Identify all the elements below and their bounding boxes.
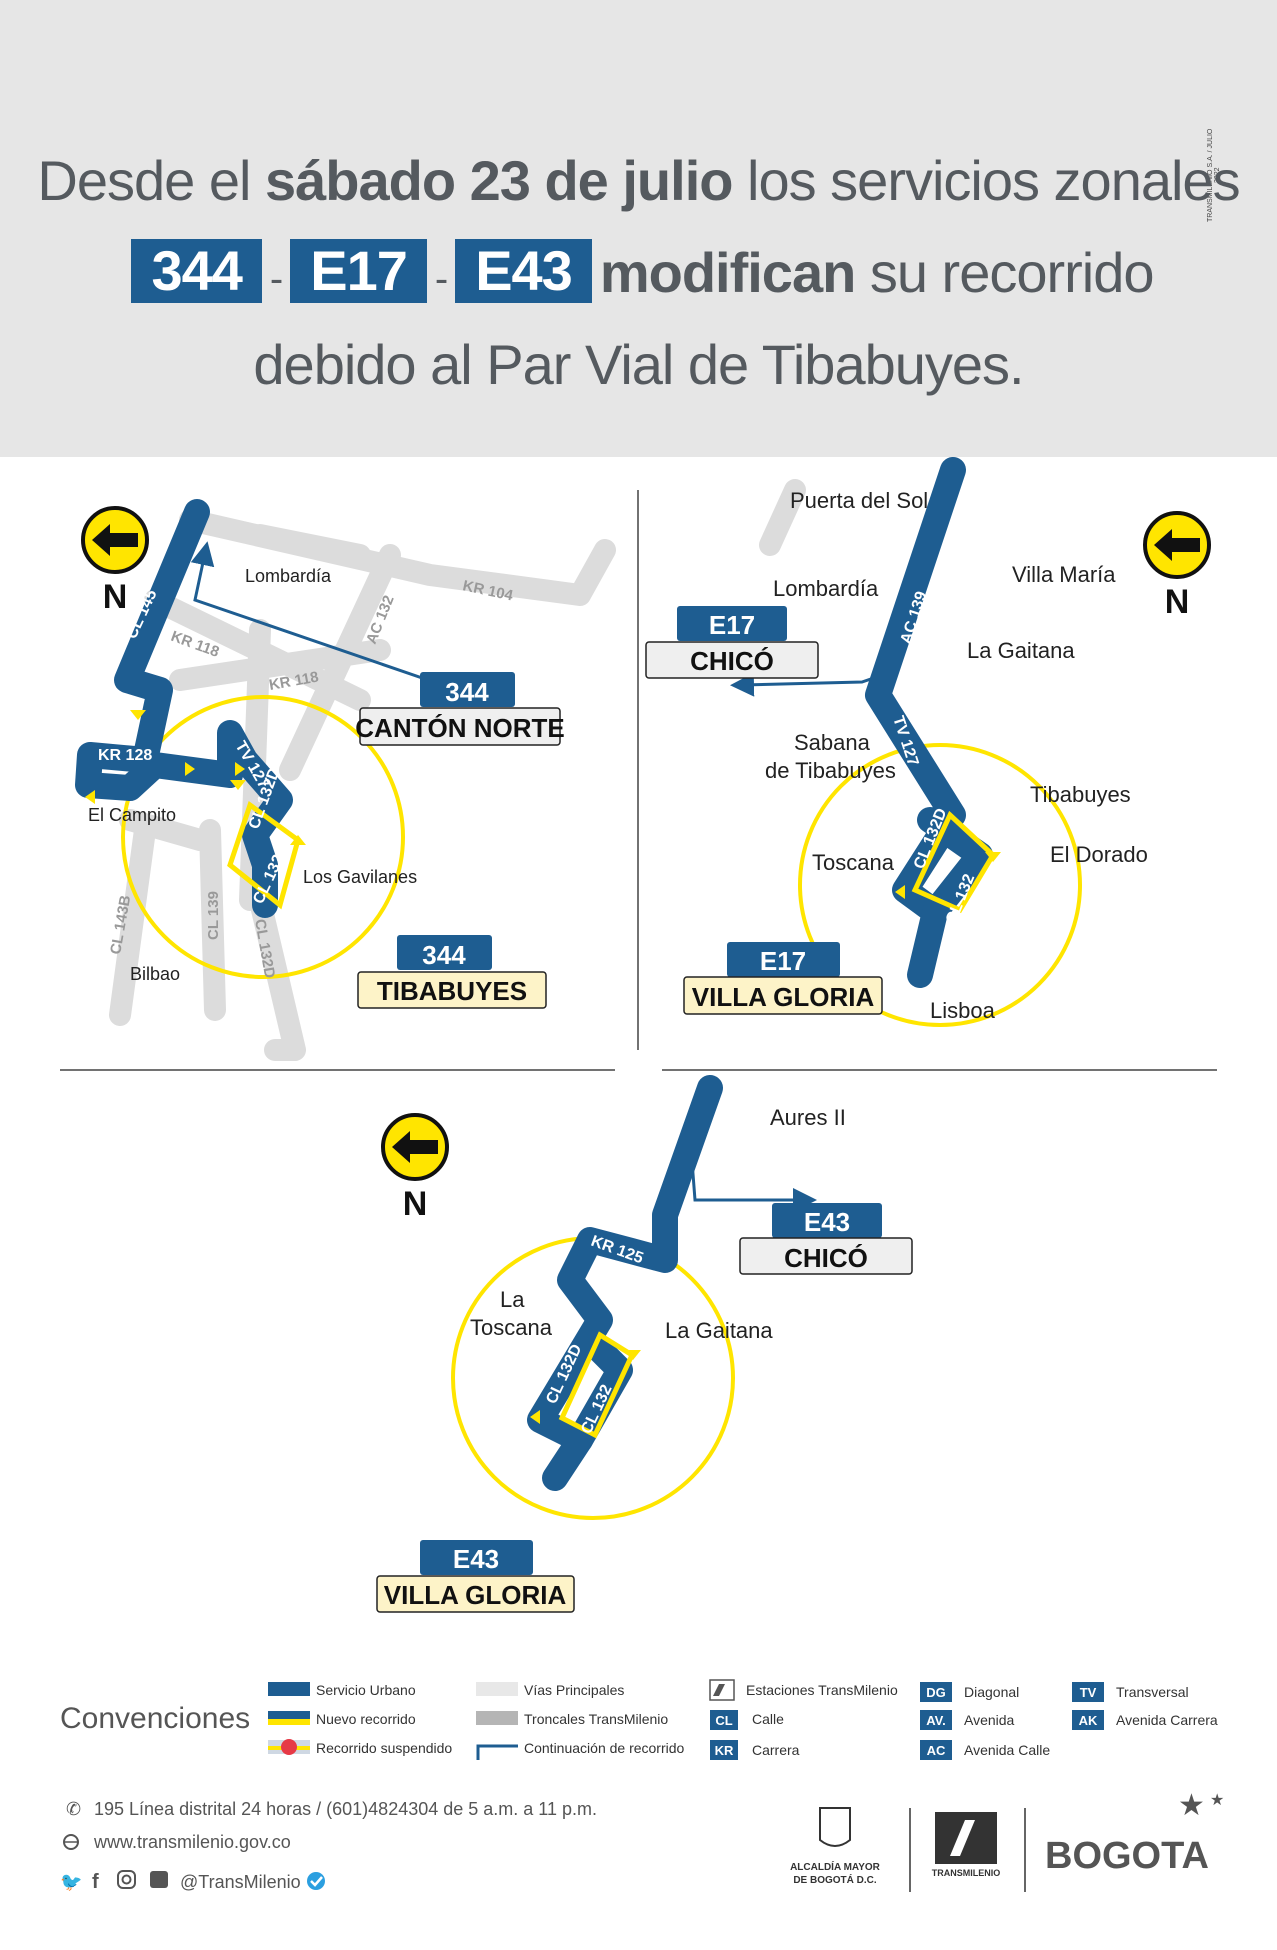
- place-lisboa: Lisboa: [930, 998, 996, 1023]
- logo-transmilenio: TRANSMILENIO: [932, 1868, 1001, 1878]
- place-el-campito: El Campito: [88, 805, 176, 825]
- place-bilbao: Bilbao: [130, 964, 180, 984]
- legend-title: Convenciones: [60, 1702, 250, 1735]
- map-e43-new-route: [558, 1331, 636, 1439]
- place-aures-ii: Aures II: [770, 1105, 846, 1130]
- place-el-dorado: El Dorado: [1050, 842, 1148, 867]
- place-lombardia-e17: Lombardía: [773, 576, 879, 601]
- header-banner: [0, 0, 1277, 457]
- legend-diagonal: Diagonal: [964, 1684, 1019, 1700]
- place-la-gaitana: La Gaitana: [967, 638, 1075, 663]
- route-e43-top-name: CHICÓ: [784, 1243, 868, 1273]
- place-la-gaitana-e43: La Gaitana: [665, 1318, 773, 1343]
- route-344-top-code: 344: [445, 677, 489, 707]
- place-villa-maria: Villa María: [1012, 562, 1116, 587]
- route-344-bottom-name: TIBABUYES: [377, 976, 527, 1006]
- place-toscana-e43: Toscana: [470, 1315, 553, 1340]
- abbr-cl: CL: [715, 1713, 732, 1728]
- badge-344: 344: [131, 239, 262, 304]
- badge-e43: E43: [455, 239, 592, 304]
- verified-icon: [307, 1872, 325, 1890]
- map-344-area-circle: [121, 695, 405, 979]
- footer-web: www.transmilenio.gov.co: [93, 1832, 291, 1852]
- logo-alcaldia-2: DE BOGOTÁ D.C.: [793, 1873, 877, 1886]
- alcaldia-shield-icon: [819, 1807, 851, 1847]
- route-e43-top-code: E43: [804, 1207, 850, 1237]
- place-tibabuyes: Tibabuyes: [1030, 782, 1131, 807]
- place-de-tibabuyes: de Tibabuyes: [765, 758, 896, 783]
- legend-recorrido-suspendido: Recorrido suspendido: [316, 1740, 452, 1756]
- street-kr128: KR 128: [98, 747, 152, 764]
- headline-line-1: Desde el sábado 23 de julio los servicio…: [37, 149, 1240, 212]
- legend-continuacion: Continuación de recorrido: [524, 1740, 685, 1756]
- place-puerta-del-sol: Puerta del Sol: [790, 488, 928, 513]
- star-icon: ★: [1178, 1789, 1205, 1822]
- abbr-kr: KR: [715, 1743, 734, 1758]
- legend-vias-principales: Vías Principales: [524, 1682, 624, 1698]
- place-toscana: Toscana: [812, 850, 895, 875]
- map-e43-area-circle: [451, 1236, 735, 1520]
- map-e17-area-circle: [798, 743, 1082, 1027]
- abbr-tv: TV: [1080, 1685, 1097, 1700]
- map-344-new-route: [227, 800, 301, 910]
- route-e17-top-name: CHICÓ: [690, 646, 774, 676]
- map-344-route: [75, 499, 293, 918]
- footer-phone: 195 Línea distrital 24 horas / (601)4824…: [94, 1799, 597, 1819]
- street-cl139: CL 139: [205, 891, 222, 940]
- map-344-continuation-arrow: [190, 541, 429, 682]
- map-e17-new-route: [911, 810, 997, 914]
- north-label-344: N: [103, 578, 128, 616]
- legend-nuevo-recorrido: Nuevo recorrido: [316, 1711, 416, 1727]
- map-344: CL 145 KR 128 TV 127 CL 132D CL 132 KR 1…: [75, 499, 616, 1061]
- map-e43: KR 125 CL 132D CL 132 Aures II La Toscan…: [376, 1075, 913, 1613]
- place-la: La: [500, 1287, 525, 1312]
- facebook-icon: f: [92, 1871, 99, 1893]
- legend-avenida-calle: Avenida Calle: [964, 1742, 1050, 1758]
- logo-alcaldia-1: ALCALDÍA MAYOR: [790, 1860, 881, 1873]
- legend-carrera: Carrera: [752, 1742, 800, 1758]
- legend-avenida: Avenida: [964, 1712, 1015, 1728]
- place-sabana: Sabana: [794, 730, 871, 755]
- twitter-icon: 🐦: [60, 1872, 82, 1892]
- route-e17-bottom-code: E17: [760, 946, 806, 976]
- legend-troncales: Troncales TransMilenio: [524, 1711, 668, 1727]
- phone-icon: ✆: [66, 1799, 81, 1819]
- north-label-e43: N: [403, 1185, 428, 1223]
- star-small-icon: ★: [1210, 1792, 1224, 1809]
- youtube-icon: [150, 1871, 168, 1888]
- footer: ✆ 195 Línea distrital 24 horas / (601)48…: [60, 1789, 1224, 1893]
- abbr-av: AV.: [926, 1713, 946, 1728]
- route-e43-bottom-name: VILLA GLORIA: [384, 1580, 567, 1610]
- instagram-icon: [117, 1870, 136, 1889]
- map-344-roads: [109, 509, 616, 1061]
- route-e17-bottom-name: VILLA GLORIA: [692, 982, 875, 1012]
- headline-line-3: debido al Par Vial de Tibabuyes.: [253, 333, 1024, 396]
- map-e43-route: [527, 1075, 723, 1491]
- logo-bogota: BOGOTA: [1045, 1835, 1209, 1877]
- place-los-gavilanes: Los Gavilanes: [303, 867, 417, 887]
- legend-transversal: Transversal: [1116, 1684, 1189, 1700]
- north-label-e17: N: [1165, 583, 1190, 621]
- legend-servicio-urbano: Servicio Urbano: [316, 1682, 416, 1698]
- map-e17: AC 139 TV 127 CL 132D CL 132 Puerta del …: [645, 457, 1211, 1027]
- legend-avenida-carrera: Avenida Carrera: [1116, 1712, 1218, 1728]
- legend: Convenciones Servicio Urbano Nuevo recor…: [60, 1679, 1218, 1760]
- route-e43-bottom-code: E43: [453, 1544, 499, 1574]
- map-344-direction-marks: [85, 710, 306, 845]
- legend-calle: Calle: [752, 1711, 784, 1727]
- abbr-ac: AC: [927, 1743, 946, 1758]
- abbr-ak: AK: [1079, 1713, 1098, 1728]
- place-lombardia: Lombardía: [245, 566, 332, 586]
- badge-e17: E17: [290, 239, 427, 304]
- footer-social: @TransMilenio: [180, 1872, 301, 1892]
- route-e17-top-code: E17: [709, 610, 755, 640]
- abbr-dg: DG: [926, 1685, 946, 1700]
- route-344-bottom-code: 344: [422, 940, 466, 970]
- legend-estaciones: Estaciones TransMilenio: [746, 1682, 898, 1698]
- route-344-top-name: CANTÓN NORTE: [355, 713, 564, 743]
